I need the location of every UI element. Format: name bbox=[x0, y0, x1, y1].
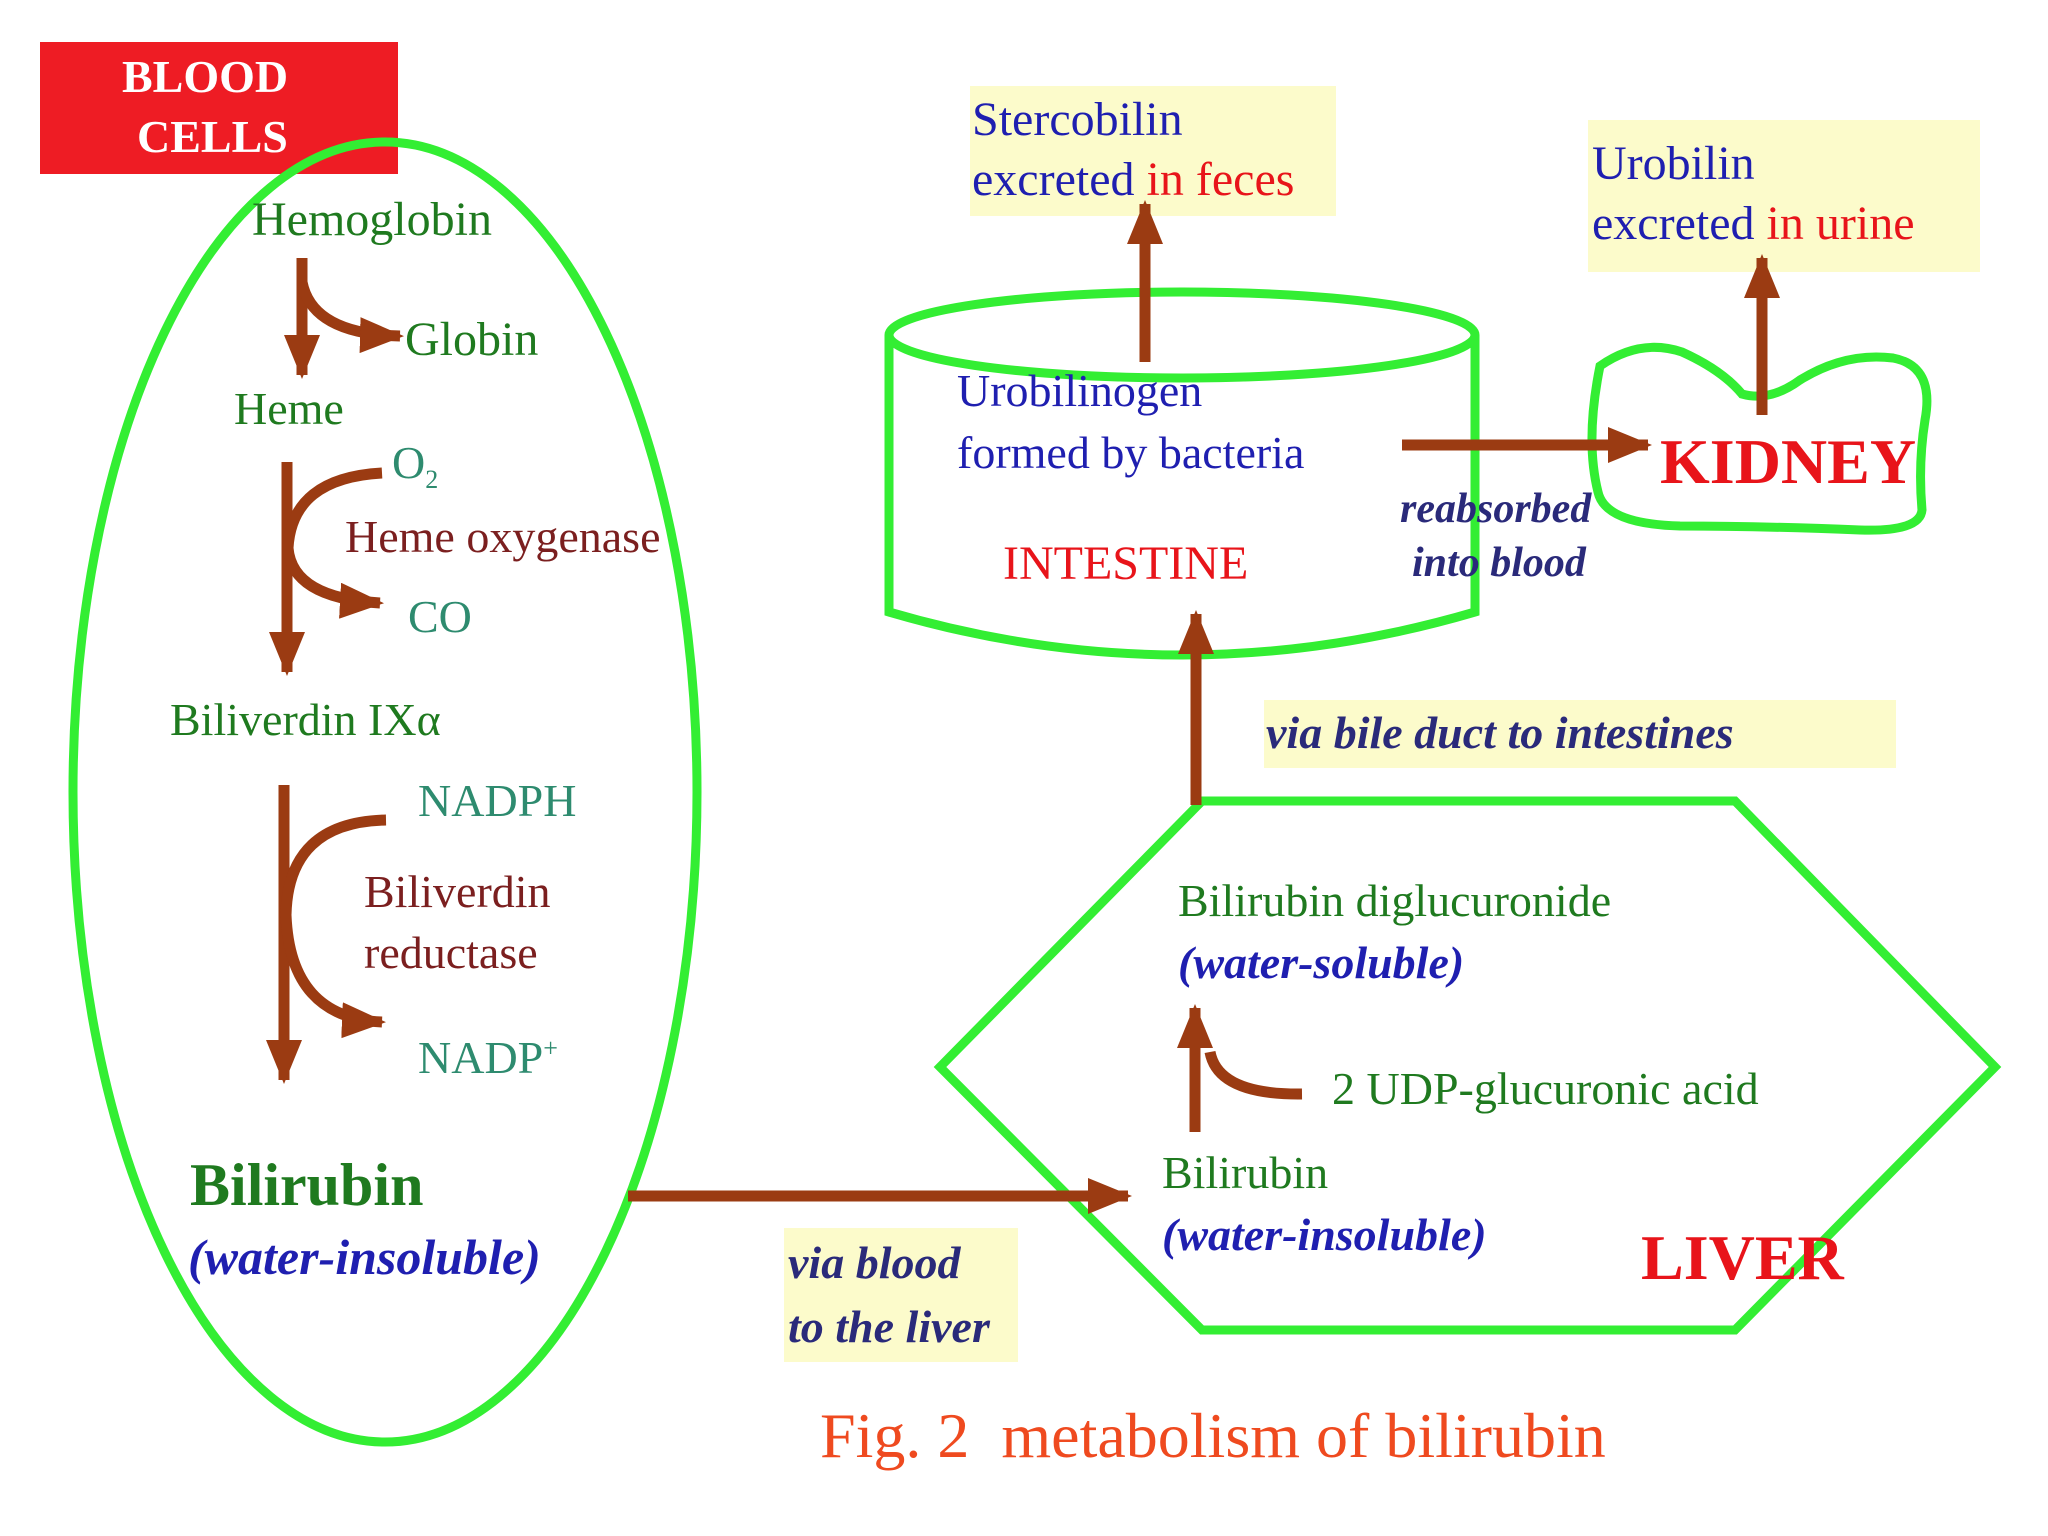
bilirubin-diglucuronide-label: Bilirubin diglucuronide bbox=[1178, 875, 1612, 926]
biliverdin-label: Biliverdin IXα bbox=[170, 694, 441, 745]
heme-label: Heme bbox=[234, 383, 344, 434]
stercobilin-label-line1: Stercobilin bbox=[972, 93, 1183, 146]
liver-outline bbox=[933, 796, 2002, 1335]
heme-oxygenase-label: Heme oxygenase bbox=[345, 511, 661, 562]
diglucuronide-solubility-note: (water-soluble) bbox=[1178, 937, 1465, 988]
biliverdin-reductase-label-line2: reductase bbox=[364, 927, 538, 978]
stercobilin-feces-text: in feces bbox=[1146, 153, 1295, 206]
arrow-udp-glucuronic-acid bbox=[1204, 1050, 1303, 1100]
stercobilin-excreted-text: excreted bbox=[972, 153, 1147, 206]
liver-bilirubin-solubility-note: (water-insoluble) bbox=[1162, 1209, 1487, 1260]
arrow-oxygen-to-co bbox=[282, 467, 384, 619]
globin-label: Globin bbox=[405, 313, 539, 366]
urobilinogen-label-line2: formed by bacteria bbox=[957, 427, 1305, 478]
bilirubin-solubility-note: (water-insoluble) bbox=[188, 1229, 541, 1285]
hemoglobin-label: Hemoglobin bbox=[252, 193, 492, 246]
reabsorbed-note-line1: reabsorbed bbox=[1400, 486, 1592, 532]
nadp-label: NADP+ bbox=[418, 1035, 558, 1081]
kidney-outline bbox=[1587, 342, 1932, 535]
arrow-globin bbox=[296, 280, 404, 354]
bile-duct-note-box bbox=[1264, 700, 1896, 768]
oxygen-label: O2 bbox=[392, 440, 438, 493]
urobilin-label-line2: excreted in urine bbox=[1592, 200, 1915, 248]
oxygen-symbol: O bbox=[392, 437, 426, 488]
urobilinogen-label-line1: Urobilinogen bbox=[957, 365, 1203, 416]
blood-cells-label-line1: BLOOD bbox=[122, 51, 289, 102]
bilirubin-label: Bilirubin bbox=[190, 1152, 424, 1218]
figure-caption: Fig. 2 metabolism of bilirubin bbox=[820, 1400, 1606, 1471]
intestine-title: INTESTINE bbox=[1003, 537, 1249, 590]
biliverdin-reductase-label-line1: Biliverdin bbox=[364, 866, 551, 917]
nadph-label: NADPH bbox=[418, 775, 577, 826]
blood-cells-label-line2: CELLS bbox=[137, 111, 288, 162]
intestine-outline bbox=[884, 287, 1480, 660]
bile-duct-note: via bile duct to intestines bbox=[1266, 707, 1734, 758]
kidney-title: KIDNEY bbox=[1660, 426, 1917, 497]
stercobilin-note-box bbox=[970, 86, 1336, 216]
transport-note-line2: to the liver bbox=[788, 1301, 990, 1352]
liver-bilirubin-label: Bilirubin bbox=[1162, 1147, 1329, 1198]
urobilin-note-box bbox=[1588, 120, 1980, 272]
stercobilin-label-line2: excreted in feces bbox=[972, 156, 1294, 204]
urobilin-excreted-text: excreted bbox=[1592, 197, 1767, 250]
liver-title: LIVER bbox=[1641, 1222, 1844, 1293]
transport-note-line1: via blood bbox=[788, 1237, 961, 1288]
blood-cell-outline bbox=[68, 137, 702, 1447]
nadp-superscript: + bbox=[543, 1033, 558, 1063]
reabsorbed-note-line2: into blood bbox=[1412, 540, 1586, 586]
udp-glucuronic-acid-label: 2 UDP-glucuronic acid bbox=[1332, 1063, 1759, 1114]
nadp-symbol: NADP bbox=[418, 1032, 544, 1083]
co-label: CO bbox=[408, 591, 472, 642]
pathway-arrows bbox=[266, 200, 1780, 1214]
urobilin-urine-text: in urine bbox=[1766, 197, 1915, 250]
oxygen-subscript: 2 bbox=[425, 465, 439, 495]
urobilin-label-line1: Urobilin bbox=[1592, 137, 1755, 190]
arrow-nadph-to-nadp bbox=[280, 814, 387, 1039]
transport-note-box bbox=[784, 1228, 1018, 1362]
